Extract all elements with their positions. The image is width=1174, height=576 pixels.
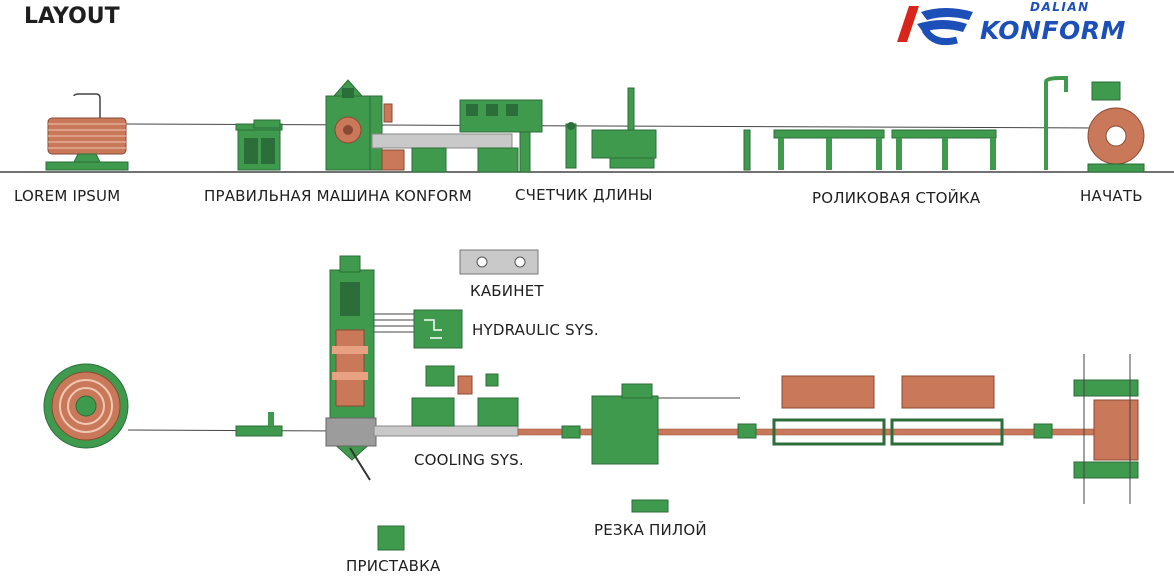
straightener-plan xyxy=(235,425,283,437)
label-lorem: LOREM IPSUM xyxy=(14,187,121,205)
konform-logo xyxy=(895,2,1145,48)
logo-subtitle: DALIAN xyxy=(1030,0,1090,14)
label-roller: РОЛИКОВАЯ СТОЙКА xyxy=(812,189,981,207)
cooling-system-top xyxy=(411,99,543,173)
roller-stand-plan xyxy=(737,375,1053,446)
konform-extruder-top xyxy=(325,79,513,171)
cooling-system-plan xyxy=(411,365,519,427)
length-counter xyxy=(565,87,657,169)
cabinet-plan xyxy=(459,249,539,275)
attachment-plan xyxy=(377,525,405,551)
payoff-coil-plan xyxy=(43,363,129,449)
konform-logo-mark xyxy=(897,6,973,46)
label-straightener: ПРАВИЛЬНАЯ МАШИНА KONFORM xyxy=(204,187,473,205)
payoff-reel xyxy=(45,93,129,171)
straightener-machine xyxy=(235,119,283,171)
label-counter: СЧЕТЧИК ДЛИНЫ xyxy=(515,186,653,204)
takeup-reel xyxy=(1044,76,1145,173)
label-cabinet: КАБИНЕТ xyxy=(470,282,544,300)
saw-unit-plan xyxy=(561,383,740,465)
saw-blade-plan xyxy=(631,499,669,513)
logo-wordmark: KONFORM xyxy=(980,16,1126,45)
konform-extruder-plan xyxy=(325,255,519,481)
page-title: LAYOUT xyxy=(24,4,120,29)
label-start: НАЧАТЬ xyxy=(1080,187,1143,205)
hydraulic-unit-plan xyxy=(374,309,463,349)
label-attachment: ПРИСТАВКА xyxy=(346,557,441,575)
wire-line-top xyxy=(124,123,1101,129)
label-saw: РЕЗКА ПИЛОЙ xyxy=(594,521,707,539)
takeup-reel-plan xyxy=(1073,354,1139,504)
label-hydraulic: HYDRAULIC SYS. xyxy=(472,321,599,339)
label-cooling: COOLING SYS. xyxy=(414,451,524,469)
roller-stand xyxy=(743,129,997,171)
